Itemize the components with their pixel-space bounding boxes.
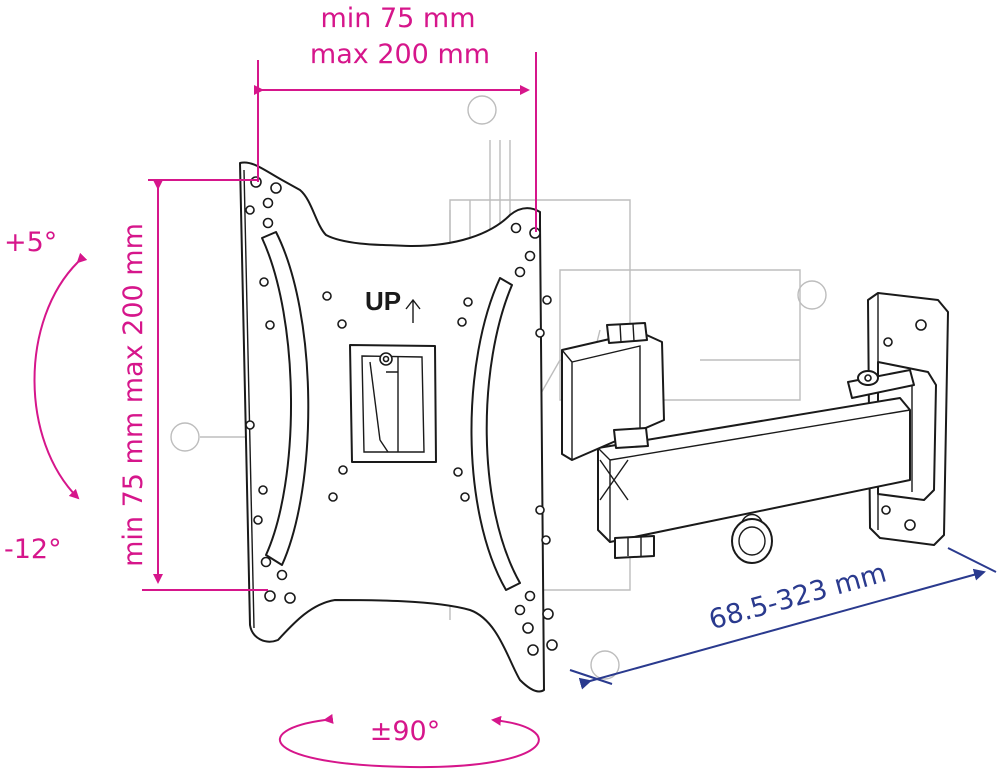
tilt-down-label: -12° — [4, 534, 62, 565]
outer-arm — [597, 397, 911, 559]
inner-arm — [561, 322, 665, 461]
up-marking: UP — [365, 286, 401, 316]
tilt-indicator: +5° -12° — [4, 227, 88, 565]
tv-mounting-plate: UP — [239, 161, 558, 693]
up-arrow-icon — [405, 298, 421, 323]
swivel-indicator: ±90° — [279, 713, 540, 769]
cable-clip — [731, 513, 773, 564]
width-dimension: min 75 mm max 200 mm — [254, 3, 537, 232]
width-max-label: max 200 mm — [310, 39, 490, 70]
width-min-label: min 75 mm — [320, 3, 475, 34]
height-dimension: min 75 mm max 200 mm — [118, 179, 268, 591]
swivel-label: ±90° — [370, 716, 440, 747]
mounting-holes — [245, 176, 558, 656]
height-label: min 75 mm max 200 mm — [118, 223, 149, 567]
tilt-up-label: +5° — [4, 227, 57, 258]
extension-dimension: 68.5-323 mm — [569, 547, 997, 690]
